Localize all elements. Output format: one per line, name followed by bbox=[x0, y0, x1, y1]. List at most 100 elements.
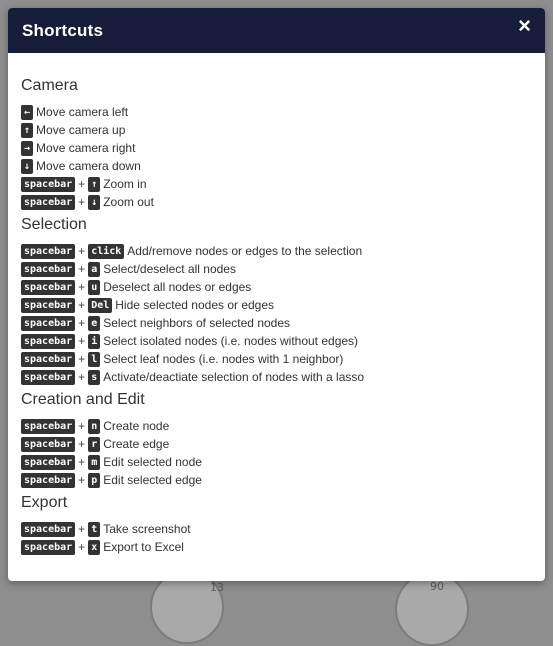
key-badge: click bbox=[88, 243, 125, 259]
shortcut-description: Create node bbox=[103, 419, 170, 433]
plus-separator: + bbox=[78, 195, 86, 209]
key-badge: ↑ bbox=[88, 176, 101, 192]
section-title: Export bbox=[21, 494, 68, 511]
shortcut-description: Create edge bbox=[103, 437, 170, 451]
key-badge: u bbox=[88, 279, 101, 295]
shortcut-description: Select leaf nodes (i.e. nodes with 1 nei… bbox=[103, 352, 344, 366]
key-badge: m bbox=[88, 454, 101, 470]
key-badge: i bbox=[88, 333, 101, 349]
key-badge: ↑ bbox=[21, 122, 34, 138]
close-icon[interactable]: × bbox=[518, 12, 531, 38]
shortcut-description: Deselect all nodes or edges bbox=[103, 280, 252, 294]
key-badge: ← bbox=[21, 104, 34, 120]
key-badge: spacebar bbox=[21, 369, 76, 385]
key-badge: spacebar bbox=[21, 243, 76, 259]
key-badge: spacebar bbox=[21, 521, 76, 537]
plus-separator: + bbox=[78, 262, 86, 276]
section-title: Creation and Edit bbox=[21, 391, 145, 408]
plus-separator: + bbox=[78, 334, 86, 348]
shortcut-description: Move camera left bbox=[36, 105, 129, 119]
key-badge: r bbox=[88, 436, 101, 452]
background-node-label: 90 bbox=[430, 580, 444, 593]
key-badge: spacebar bbox=[21, 297, 76, 313]
plus-separator: + bbox=[78, 419, 86, 433]
key-badge: s bbox=[88, 369, 101, 385]
key-badge: spacebar bbox=[21, 454, 76, 470]
shortcut-row: →Move camera right bbox=[21, 139, 532, 157]
shortcut-list: ←Move camera left↑Move camera up→Move ca… bbox=[21, 103, 532, 211]
key-badge: spacebar bbox=[21, 351, 76, 367]
shortcut-description: Move camera up bbox=[36, 123, 126, 137]
key-badge: Del bbox=[88, 297, 113, 313]
shortcut-description: Add/remove nodes or edges to the selecti… bbox=[127, 244, 363, 258]
plus-separator: + bbox=[78, 352, 86, 366]
shortcut-row: ↑Move camera up bbox=[21, 121, 532, 139]
shortcut-description: Take screenshot bbox=[103, 522, 191, 536]
background-node-label: 13 bbox=[210, 581, 224, 594]
key-badge: spacebar bbox=[21, 261, 76, 277]
shortcut-description: Select isolated nodes (i.e. nodes withou… bbox=[103, 334, 359, 348]
plus-separator: + bbox=[78, 316, 86, 330]
shortcut-description: Zoom in bbox=[103, 177, 147, 191]
shortcut-description: Move camera down bbox=[36, 159, 141, 173]
shortcut-description: Zoom out bbox=[103, 195, 154, 209]
section-title: Camera bbox=[21, 77, 78, 94]
key-badge: x bbox=[88, 539, 101, 555]
shortcut-description: Activate/deactiate selection of nodes wi… bbox=[103, 370, 365, 384]
shortcut-description: Edit selected edge bbox=[103, 473, 202, 487]
plus-separator: + bbox=[78, 473, 86, 487]
plus-separator: + bbox=[78, 177, 86, 191]
key-badge: p bbox=[88, 472, 101, 488]
shortcut-description: Move camera right bbox=[36, 141, 136, 155]
section-title: Selection bbox=[21, 216, 87, 233]
shortcut-description: Select neighbors of selected nodes bbox=[103, 316, 291, 330]
shortcut-section: Camera←Move camera left↑Move camera up→M… bbox=[21, 77, 532, 211]
key-badge: t bbox=[88, 521, 101, 537]
shortcut-description: Select/deselect all nodes bbox=[103, 262, 236, 276]
key-badge: l bbox=[88, 351, 101, 367]
key-badge: ↓ bbox=[88, 194, 101, 210]
shortcut-description: Edit selected node bbox=[103, 455, 202, 469]
key-badge: spacebar bbox=[21, 418, 76, 434]
key-badge: a bbox=[88, 261, 101, 277]
shortcuts-modal: Shortcuts × Camera←Move camera left↑Move… bbox=[8, 8, 545, 581]
key-badge: spacebar bbox=[21, 472, 76, 488]
key-badge: spacebar bbox=[21, 436, 76, 452]
plus-separator: + bbox=[78, 370, 86, 384]
plus-separator: + bbox=[78, 437, 86, 451]
shortcut-row: ↓Move camera down bbox=[21, 157, 532, 175]
key-badge: spacebar bbox=[21, 315, 76, 331]
shortcut-row: spacebar+↑Zoom in bbox=[21, 175, 532, 193]
key-badge: e bbox=[88, 315, 101, 331]
shortcut-description: Export to Excel bbox=[103, 540, 184, 554]
modal-body: Camera←Move camera left↑Move camera up→M… bbox=[8, 53, 545, 556]
plus-separator: + bbox=[78, 522, 86, 536]
key-badge: spacebar bbox=[21, 176, 76, 192]
key-badge: spacebar bbox=[21, 194, 76, 210]
plus-separator: + bbox=[78, 540, 86, 554]
key-badge: spacebar bbox=[21, 539, 76, 555]
shortcut-row: spacebar+↓Zoom out bbox=[21, 193, 532, 211]
plus-separator: + bbox=[78, 280, 86, 294]
modal-header: Shortcuts × bbox=[8, 8, 545, 53]
plus-separator: + bbox=[78, 455, 86, 469]
plus-separator: + bbox=[78, 244, 86, 258]
